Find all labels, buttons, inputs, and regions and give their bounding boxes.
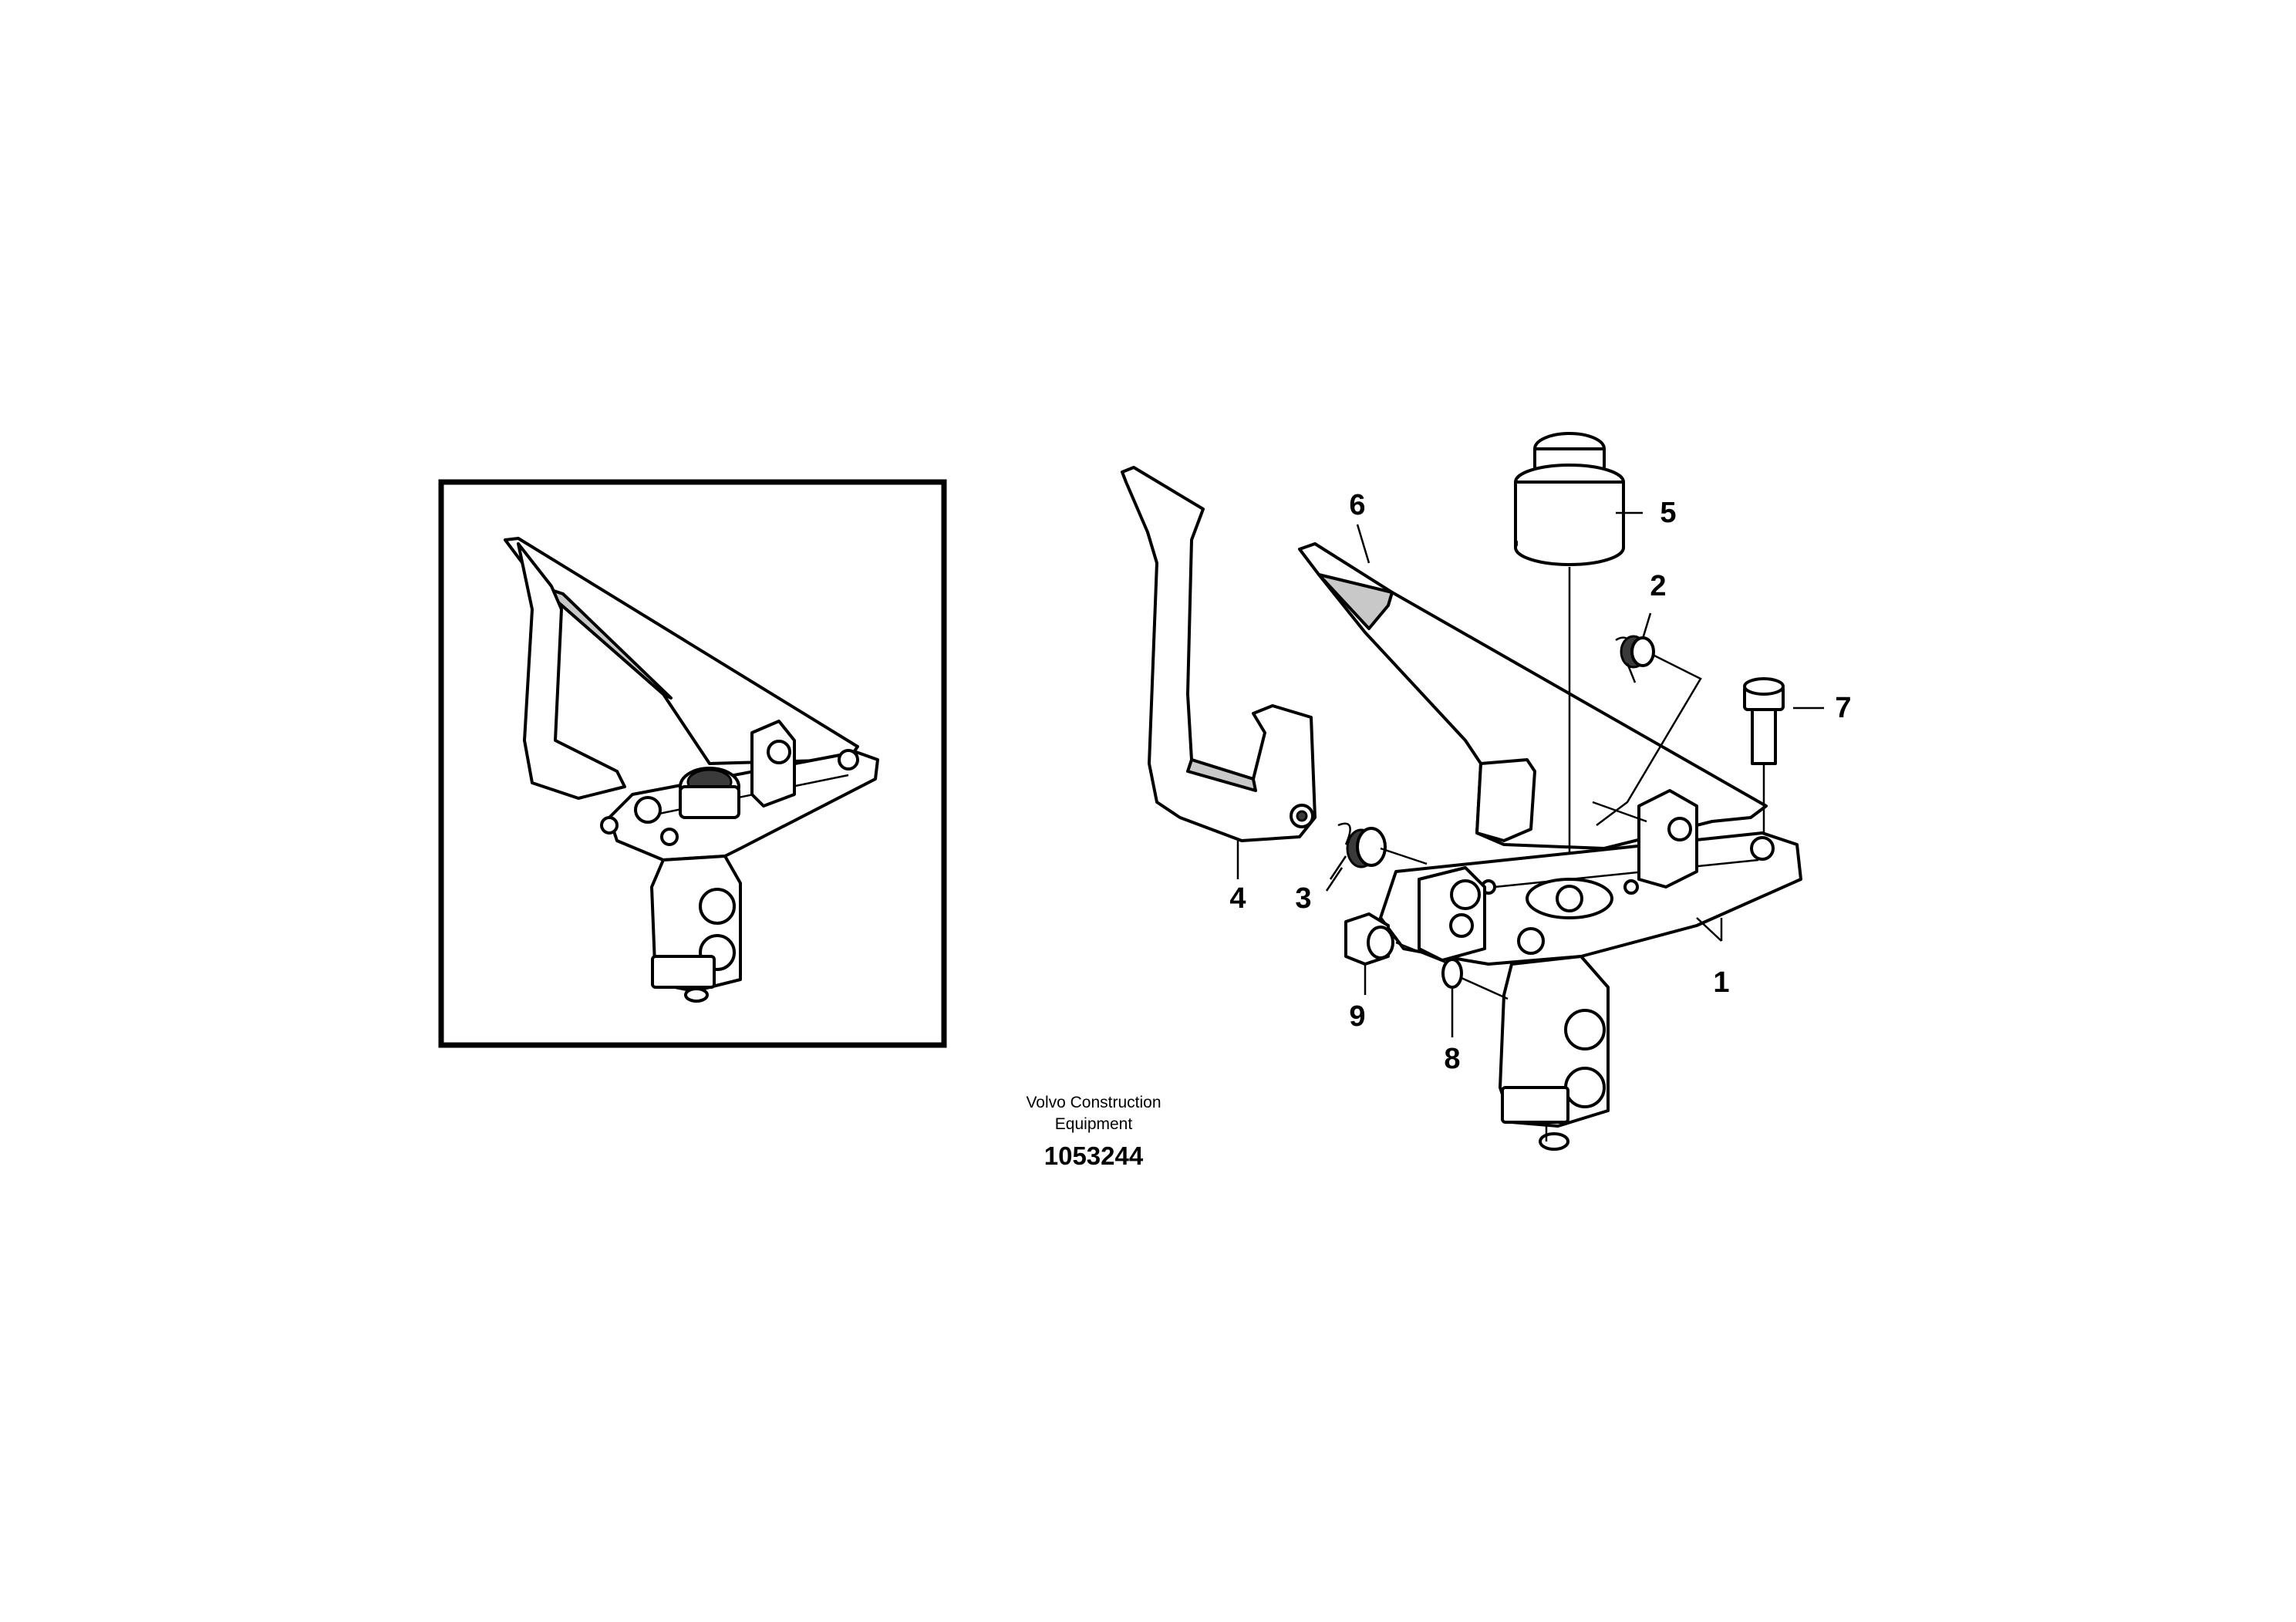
callout-leaders	[1236, 511, 1824, 1037]
publisher-block: Volvo Construction Equipment 1053244	[1026, 1094, 1161, 1170]
callout-labels: 1 2 3 4 5 6 7 8 9	[1229, 489, 1851, 1075]
callout-6: 6	[1349, 489, 1365, 521]
callout-3: 3	[1295, 882, 1311, 915]
part-5-rubber-cap	[1514, 432, 1625, 872]
assembled-pedal-drawing	[504, 537, 879, 1003]
part-9-plug	[1344, 912, 1451, 966]
part-4-lever-arm	[1121, 466, 1317, 842]
callout-1: 1	[1713, 966, 1729, 999]
callout-7: 7	[1835, 692, 1851, 724]
callout-4: 4	[1229, 882, 1246, 915]
part-6-pedal-plate	[1298, 542, 1768, 850]
brand-line-1: Volvo Construction	[1026, 1094, 1161, 1111]
part-1-base-body	[1379, 789, 1802, 1151]
callout-8: 8	[1444, 1043, 1460, 1075]
callout-5: 5	[1660, 497, 1676, 529]
callout-2: 2	[1650, 570, 1666, 602]
document-number: 1053244	[1044, 1141, 1144, 1170]
assembled-view-inset	[438, 479, 947, 1048]
callout-9: 9	[1349, 1000, 1365, 1033]
part-3-spring	[1329, 822, 1428, 880]
brand-line-2: Equipment	[1055, 1115, 1133, 1133]
part-7-bolt	[1743, 677, 1785, 833]
exploded-view	[1121, 432, 1824, 1151]
